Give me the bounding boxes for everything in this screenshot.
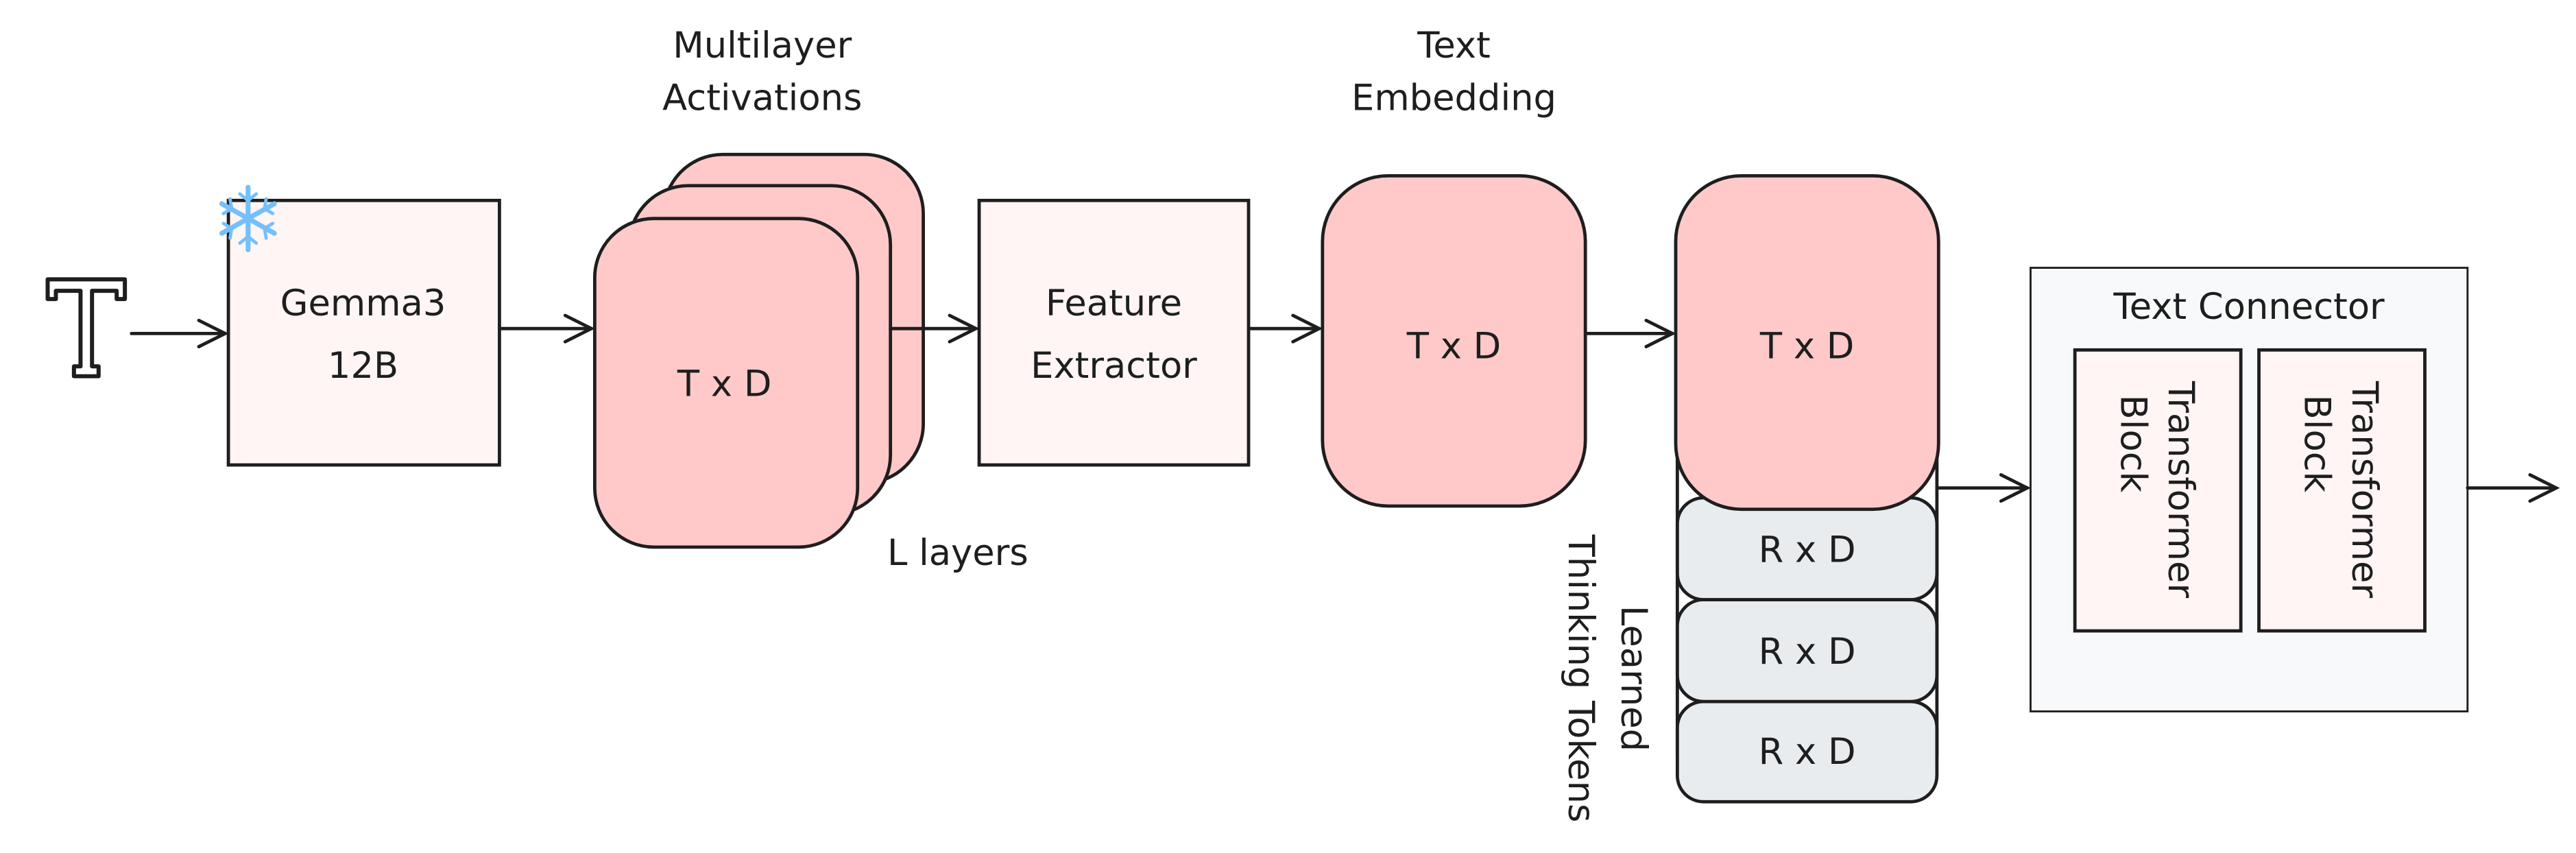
thinking-caption-line2: Thinking Tokens bbox=[1560, 534, 1602, 823]
thinking-main-label: T x D bbox=[1759, 325, 1854, 367]
token-label-1: R x D bbox=[1759, 529, 1856, 570]
token-label-2: R x D bbox=[1759, 631, 1856, 673]
feature-extractor-box: Feature Extractor bbox=[977, 198, 1251, 467]
text-connector: Text Connector Transformer Block Transfo… bbox=[2030, 267, 2469, 712]
thinking-main-box bbox=[1674, 173, 1940, 512]
extractor-label-line1: Feature bbox=[1046, 283, 1182, 324]
text-input-icon bbox=[45, 277, 128, 379]
embedding-title-line2: Embedding bbox=[1351, 77, 1556, 119]
transformer-block-2-line2: Block bbox=[2296, 395, 2338, 493]
transformer-block-1 bbox=[2073, 348, 2243, 633]
token-label-3: R x D bbox=[1759, 731, 1856, 773]
connector-title: Text Connector bbox=[2113, 286, 2385, 328]
thinking-caption-line1: Learned bbox=[1613, 605, 1654, 752]
text-embedding-box bbox=[1321, 173, 1587, 508]
transformer-block-1-line2: Block bbox=[2112, 395, 2154, 493]
activations-label: T x D bbox=[677, 363, 771, 405]
extractor-label-line2: Extractor bbox=[1031, 345, 1197, 387]
transformer-block-2-line1: Transformer bbox=[2344, 381, 2385, 599]
thinking-stack: T x D R x D R x D R x D bbox=[1674, 173, 1940, 804]
layers-caption: L layers bbox=[887, 532, 1028, 574]
activation-layer-front bbox=[592, 217, 860, 549]
gemma-label-line2: 12B bbox=[328, 345, 398, 387]
activations-title-line2: Activations bbox=[662, 77, 862, 119]
embedding-label: T x D bbox=[1406, 325, 1501, 367]
gemma-label-line1: Gemma3 bbox=[280, 283, 446, 324]
embedding-title-line1: Text bbox=[1417, 25, 1491, 67]
activations-title-line1: Multilayer bbox=[673, 25, 852, 67]
transformer-block-2 bbox=[2257, 348, 2427, 633]
transformer-block-1-line1: Transformer bbox=[2160, 381, 2202, 599]
snowflake-icon bbox=[219, 184, 277, 252]
gemma-box: Gemma3 12B bbox=[226, 198, 501, 467]
